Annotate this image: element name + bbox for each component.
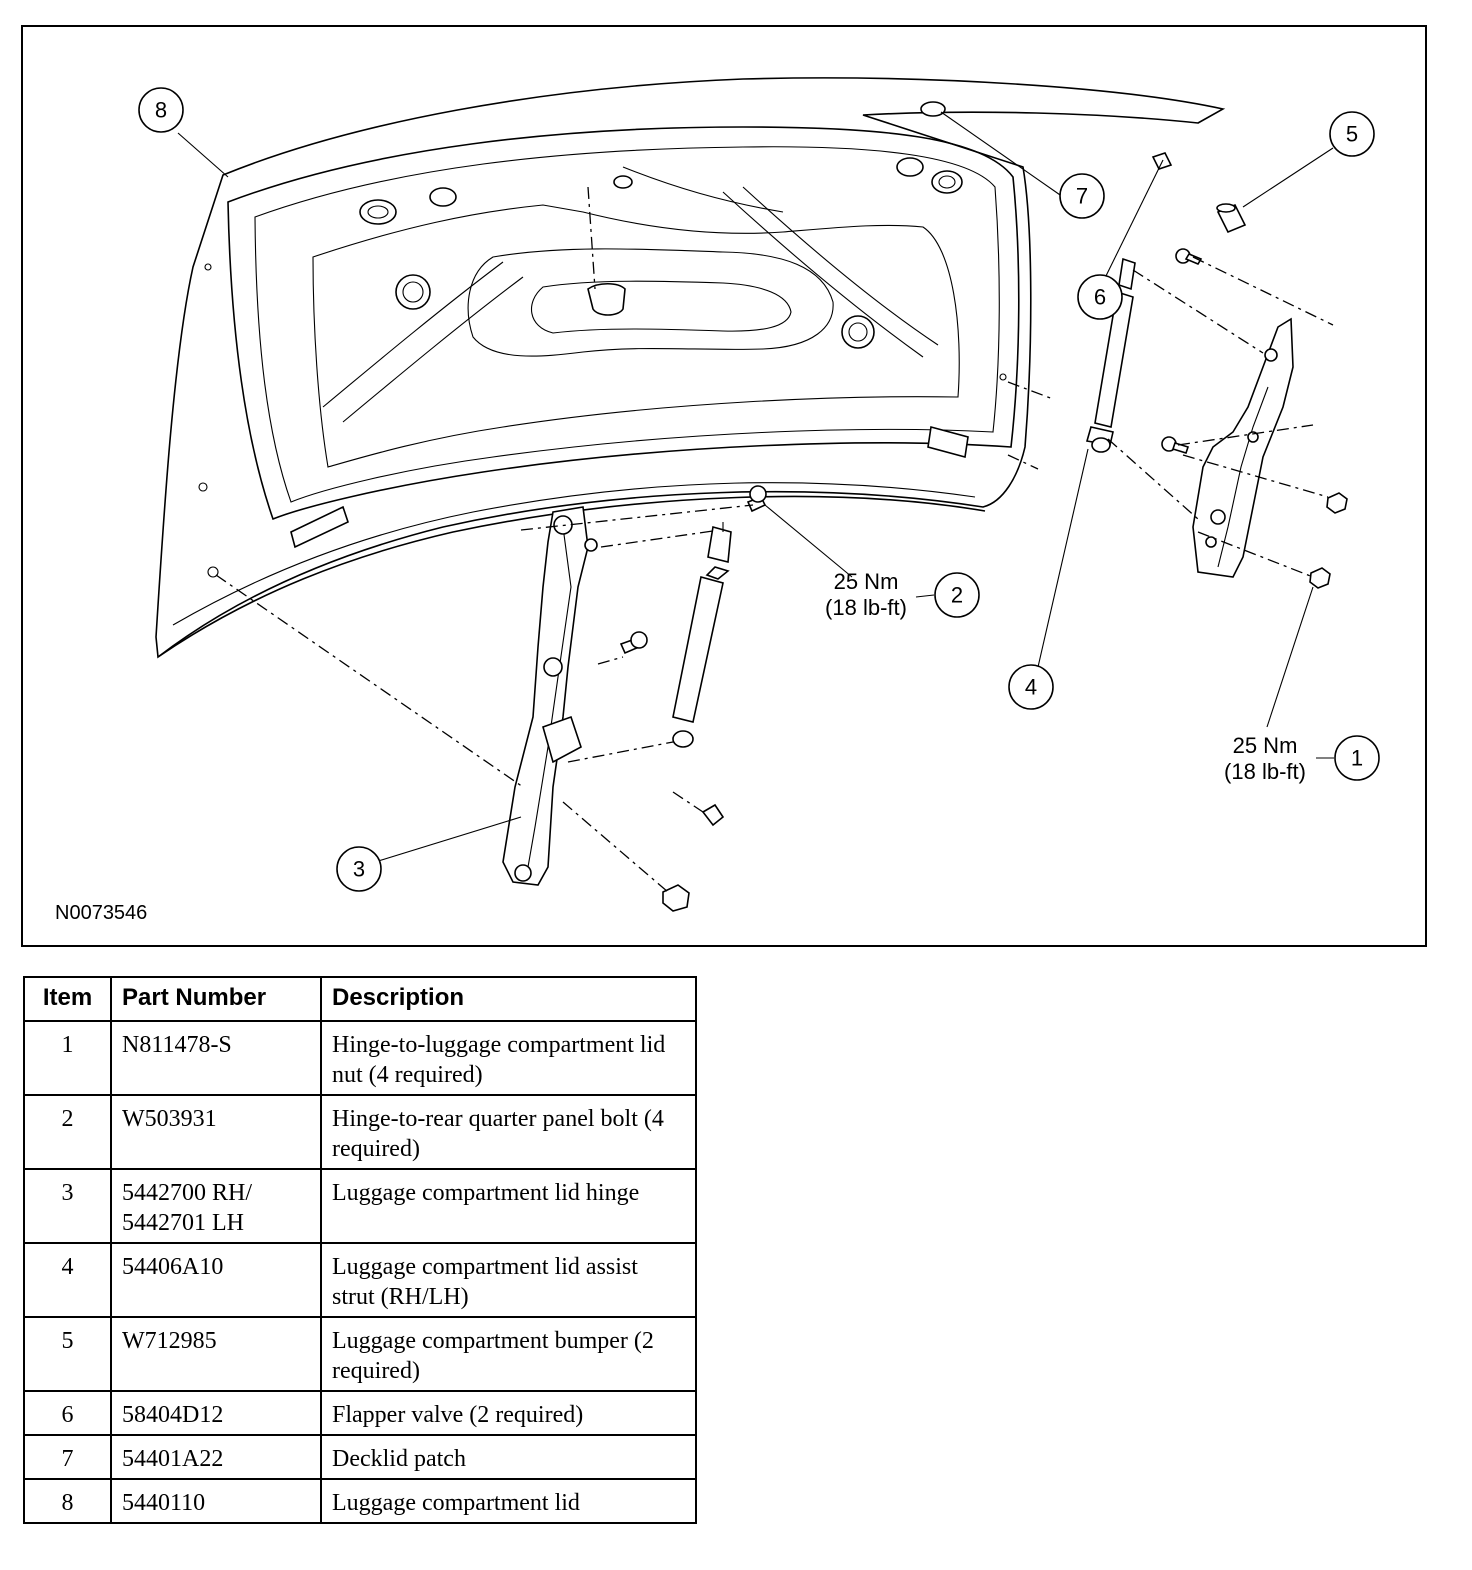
cell-description: Hinge-to-rear quarter panel bolt (4 requ… <box>320 1094 697 1170</box>
torque-spec-1: 25 Nm (18 lb-ft) <box>1224 733 1306 784</box>
table-row: 5 W712985 Luggage compartment bumper (2 … <box>23 1316 697 1392</box>
cell-part-number: 5442700 RH/ 5442701 LH <box>110 1168 322 1244</box>
cell-part-number: 54406A10 <box>110 1242 322 1318</box>
callout-5: 5 <box>1329 111 1375 157</box>
table-header-row: Item Part Number Description <box>23 976 697 1022</box>
cell-part-number: 5440110 <box>110 1478 322 1524</box>
callout-4: 4 <box>1008 664 1054 710</box>
table-row: 1 N811478-S Hinge-to-luggage compartment… <box>23 1020 697 1096</box>
torque-spec-1-metric: 25 Nm <box>1233 733 1298 758</box>
header-item: Item <box>23 976 112 1022</box>
cell-item: 6 <box>23 1390 112 1436</box>
callout-1: 1 <box>1334 735 1380 781</box>
callout-6: 6 <box>1077 274 1123 320</box>
left-assist-strut <box>672 522 732 748</box>
table-row: 4 54406A10 Luggage compartment lid assis… <box>23 1242 697 1318</box>
decklid-exploded-diagram: 8 5 7 6 2 4 1 3 2 <box>55 77 1380 924</box>
cell-item: 7 <box>23 1434 112 1480</box>
cell-part-number: 54401A22 <box>110 1434 322 1480</box>
cell-description: Luggage compartment lid <box>320 1478 697 1524</box>
right-assist-strut <box>1085 257 1136 453</box>
cell-description: Luggage compartment lid assist strut (RH… <box>320 1242 697 1318</box>
cell-part-number: W503931 <box>110 1094 322 1170</box>
header-part-number: Part Number <box>110 976 322 1022</box>
assembly-lines <box>215 186 1334 893</box>
cell-description: Hinge-to-luggage compartment lid nut (4 … <box>320 1020 697 1096</box>
cell-part-number: 58404D12 <box>110 1390 322 1436</box>
cell-item: 2 <box>23 1094 112 1170</box>
callout-8: 8 <box>138 87 184 133</box>
cell-part-number: W712985 <box>110 1316 322 1392</box>
right-fasteners <box>1161 248 1348 589</box>
cell-description: Flapper valve (2 required) <box>320 1390 697 1436</box>
table-row: 6 58404D12 Flapper valve (2 required) <box>23 1390 697 1436</box>
cell-part-number: N811478-S <box>110 1020 322 1096</box>
cell-item: 5 <box>23 1316 112 1392</box>
callout-1-number: 1 <box>1351 746 1363 771</box>
cell-description: Luggage compartment bumper (2 required) <box>320 1316 697 1392</box>
torque-spec-2-imperial: (18 lb-ft) <box>825 595 907 620</box>
torque-spec-2: 25 Nm (18 lb-ft) <box>825 569 907 620</box>
figure-frame: 8 5 7 6 2 4 1 3 2 <box>21 25 1427 947</box>
cell-item: 8 <box>23 1478 112 1524</box>
callout-3-number: 3 <box>353 857 365 882</box>
callout-2-number: 2 <box>951 583 963 608</box>
cell-item: 1 <box>23 1020 112 1096</box>
left-hinge <box>502 506 589 886</box>
header-description: Description <box>320 976 697 1022</box>
callout-7: 7 <box>1059 173 1105 219</box>
luggage-compartment-bumper <box>1216 203 1247 234</box>
torque-spec-1-imperial: (18 lb-ft) <box>1224 759 1306 784</box>
right-hinge <box>1192 317 1294 578</box>
table-row: 8 5440110 Luggage compartment lid <box>23 1478 697 1524</box>
left-fasteners <box>584 485 767 912</box>
luggage-compartment-lid <box>155 77 1226 659</box>
callout-8-number: 8 <box>155 98 167 123</box>
parts-table: Item Part Number Description 1 N811478-S… <box>23 976 697 1524</box>
cell-item: 3 <box>23 1168 112 1244</box>
callout-7-number: 7 <box>1076 184 1088 209</box>
callout-5-number: 5 <box>1346 122 1358 147</box>
table-row: 2 W503931 Hinge-to-rear quarter panel bo… <box>23 1094 697 1170</box>
callout-3: 3 <box>336 846 382 892</box>
callout-2: 2 <box>934 572 980 618</box>
cell-item: 4 <box>23 1242 112 1318</box>
leader-lines <box>177 111 1334 863</box>
callout-4-number: 4 <box>1025 675 1037 700</box>
cell-description: Decklid patch <box>320 1434 697 1480</box>
table-row: 7 54401A22 Decklid patch <box>23 1434 697 1480</box>
torque-spec-2-metric: 25 Nm <box>834 569 899 594</box>
figure-id: N0073546 <box>55 902 147 924</box>
cell-description: Luggage compartment lid hinge <box>320 1168 697 1244</box>
callout-6-number: 6 <box>1094 285 1106 310</box>
table-row: 3 5442700 RH/ 5442701 LH Luggage compart… <box>23 1168 697 1244</box>
